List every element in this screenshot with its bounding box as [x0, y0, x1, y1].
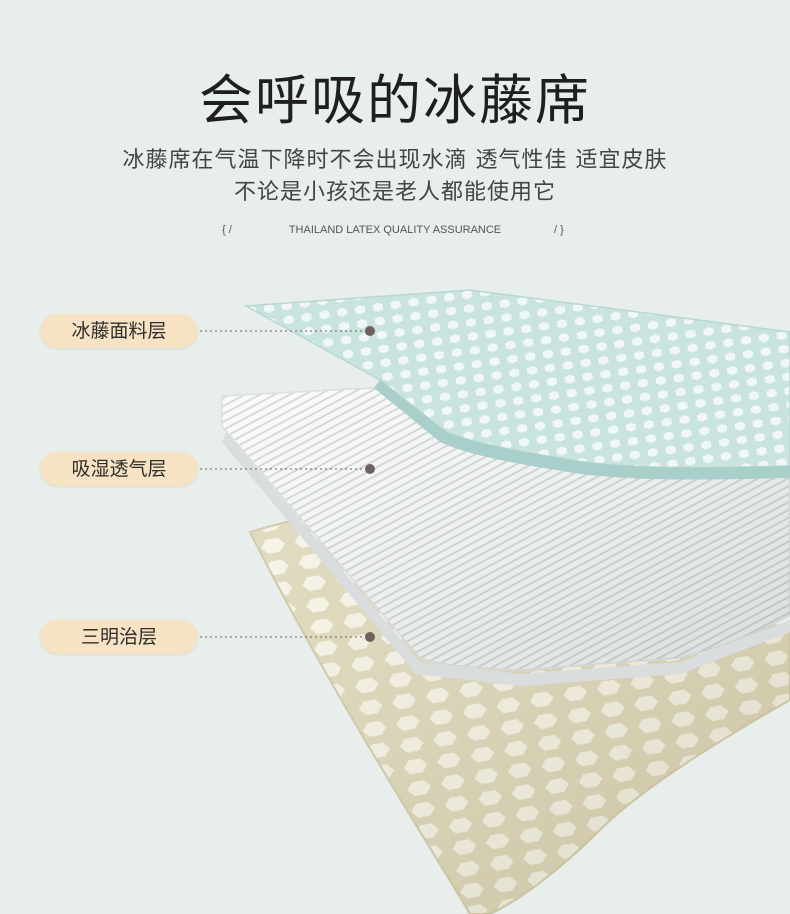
layer-label-sandwich: 三明治层 [40, 620, 198, 654]
layer-illustration [200, 289, 790, 914]
subtitle-line-2: 不论是小孩还是老人都能使用它 [233, 180, 556, 205]
tagline: { / THAILAND LATEX QUALITY ASSURANCE / } [0, 222, 790, 242]
subtitle-line-1: 冰藤席在气温下降时不会出现水滴 透气性佳 适宜皮肤 [122, 148, 668, 173]
layer-label-fabric: 冰藤面料层 [40, 314, 198, 348]
layer-label-absorbent: 吸湿透气层 [40, 452, 198, 486]
tagline-left-bracket: { / [222, 224, 232, 236]
tagline-right-bracket: / } [554, 224, 564, 236]
leader-lines [200, 326, 375, 642]
fabric-layer [243, 289, 790, 480]
tagline-text: THAILAND LATEX QUALITY ASSURANCE [288, 224, 502, 236]
page-title: 会呼吸的冰藤席 [199, 69, 591, 132]
